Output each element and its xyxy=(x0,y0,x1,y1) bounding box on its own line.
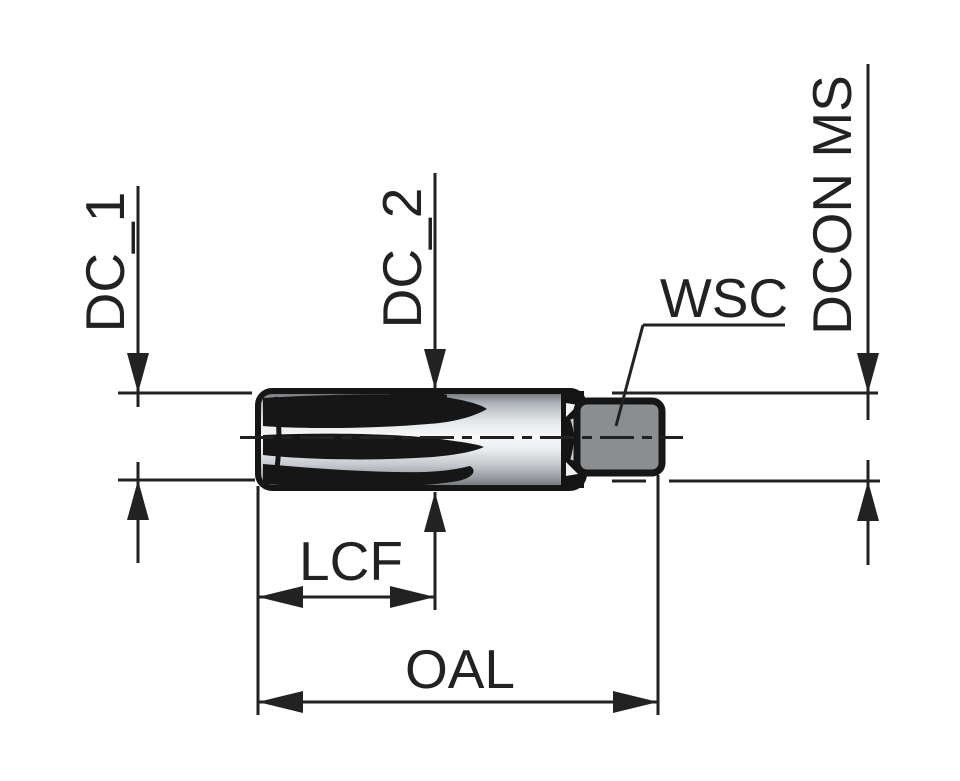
oal-arrow-left-icon xyxy=(258,691,303,713)
flute-band-top xyxy=(263,394,487,429)
dimension-oal xyxy=(258,475,660,715)
wsc-label: WSC xyxy=(660,267,788,329)
dcon-label: DCON MS xyxy=(801,75,863,335)
tool-body xyxy=(240,388,683,491)
flute-band-bottom xyxy=(263,464,474,488)
dc1-arrow-down-icon xyxy=(127,353,149,393)
dc2-label: DC_2 xyxy=(371,188,433,329)
lcf-arrow-right-icon xyxy=(390,586,435,608)
dc1-arrow-up-icon xyxy=(127,480,149,520)
dc2-arrow-up-icon xyxy=(424,492,446,532)
dimension-lcf xyxy=(256,486,435,715)
oal-label: OAL xyxy=(405,638,515,700)
flute-band-middle xyxy=(263,433,484,460)
dc2-arrow-down-icon xyxy=(424,349,446,389)
dcon-arrow-down-icon xyxy=(857,353,879,393)
dc1-label: DC_1 xyxy=(74,192,136,333)
dcon-arrow-up-icon xyxy=(857,481,879,521)
dimension-dc2 xyxy=(424,173,446,610)
wsc-leader-line xyxy=(614,324,645,427)
callout-wsc xyxy=(614,323,785,427)
dimension-dcon xyxy=(612,64,880,565)
oal-arrow-right-icon xyxy=(613,691,658,713)
dimension-dc1 xyxy=(118,186,255,563)
lcf-arrow-left-icon xyxy=(258,586,303,608)
neck-notch-bottom xyxy=(566,462,578,476)
lcf-label: LCF xyxy=(299,530,403,592)
flute-top-merge xyxy=(390,389,447,401)
